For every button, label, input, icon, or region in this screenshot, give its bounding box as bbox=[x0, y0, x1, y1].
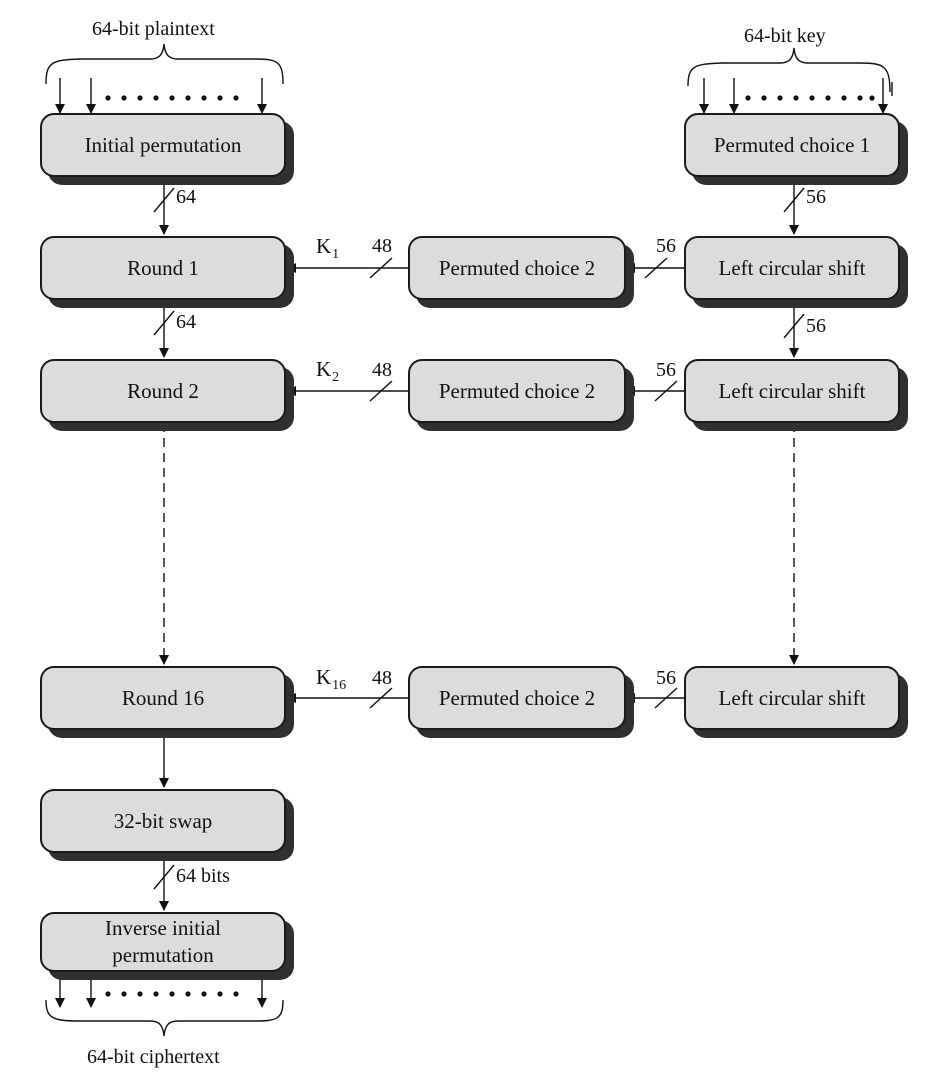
left-circular-shift-box-1: Left circular shift bbox=[684, 236, 900, 300]
subkey-label-1: K1 bbox=[316, 235, 339, 266]
subkey-letter-2: K bbox=[316, 357, 332, 381]
swap-label: 32-bit swap bbox=[113, 809, 213, 833]
subkey-label-16: K16 bbox=[316, 666, 346, 697]
ciphertext-dots bbox=[105, 991, 239, 997]
key-brace bbox=[687, 47, 891, 93]
width-label-shift-16: 56 bbox=[656, 667, 676, 689]
left-circular-shift-label-1: Left circular shift bbox=[718, 256, 866, 280]
round-16-label: Round 16 bbox=[121, 686, 205, 710]
permuted-choice-2-box-1: Permuted choice 2 bbox=[408, 236, 626, 300]
initial-permutation-box: Initial permutation bbox=[40, 113, 286, 177]
left-circular-shift-box-16: Left circular shift bbox=[684, 666, 900, 730]
width-label-round1: 64 bbox=[176, 311, 196, 333]
inverse-permutation-line1: Inverse initial bbox=[104, 916, 222, 940]
permuted-choice-1-label: Permuted choice 1 bbox=[713, 133, 871, 157]
round-2-box: Round 2 bbox=[40, 359, 286, 423]
round-2-label: Round 2 bbox=[127, 379, 199, 403]
left-circular-shift-label-16: Left circular shift bbox=[718, 686, 866, 710]
permuted-choice-1-box: Permuted choice 1 bbox=[684, 113, 900, 177]
permuted-choice-2-label-1: Permuted choice 2 bbox=[438, 256, 596, 280]
left-circular-shift-box-2: Left circular shift bbox=[684, 359, 900, 423]
subkey-index-1: 1 bbox=[332, 247, 340, 262]
ciphertext-brace bbox=[45, 999, 284, 1037]
subkey-label-2: K2 bbox=[316, 358, 339, 389]
plaintext-dots bbox=[105, 95, 239, 101]
round-16-box: Round 16 bbox=[40, 666, 286, 730]
subkey-letter-16: K bbox=[316, 665, 332, 689]
inverse-permutation-box: Inverse initial permutation bbox=[40, 912, 286, 972]
round-1-box: Round 1 bbox=[40, 236, 286, 300]
permuted-choice-2-label-16: Permuted choice 2 bbox=[438, 686, 596, 710]
permuted-choice-2-label-2: Permuted choice 2 bbox=[438, 379, 596, 403]
width-label-shift-2: 56 bbox=[656, 359, 676, 381]
width-label-shift-1: 56 bbox=[656, 235, 676, 257]
inverse-permutation-line2: permutation bbox=[112, 943, 214, 967]
swap-box: 32-bit swap bbox=[40, 789, 286, 853]
subkey-letter-1: K bbox=[316, 234, 332, 258]
width-label-pc2-16: 48 bbox=[372, 667, 392, 689]
width-label-ip: 64 bbox=[176, 186, 196, 208]
permuted-choice-2-box-2: Permuted choice 2 bbox=[408, 359, 626, 423]
left-circular-shift-label-2: Left circular shift bbox=[718, 379, 866, 403]
width-label-pc2-2: 48 bbox=[372, 359, 392, 381]
plaintext-label: 64-bit plaintext bbox=[92, 18, 215, 40]
key-dots bbox=[745, 95, 875, 101]
subkey-index-16: 16 bbox=[332, 678, 347, 693]
ciphertext-label: 64-bit ciphertext bbox=[87, 1046, 220, 1068]
subkey-index-2: 2 bbox=[332, 370, 340, 385]
width-label-swap: 64 bits bbox=[176, 865, 230, 887]
round-1-label: Round 1 bbox=[127, 256, 199, 280]
initial-permutation-label: Initial permutation bbox=[84, 133, 242, 157]
width-label-pc1: 56 bbox=[806, 186, 826, 208]
width-label-lcs1: 56 bbox=[806, 315, 826, 337]
permuted-choice-2-box-16: Permuted choice 2 bbox=[408, 666, 626, 730]
key-label: 64-bit key bbox=[744, 25, 826, 47]
plaintext-brace bbox=[45, 43, 284, 85]
width-label-pc2-1: 48 bbox=[372, 235, 392, 257]
